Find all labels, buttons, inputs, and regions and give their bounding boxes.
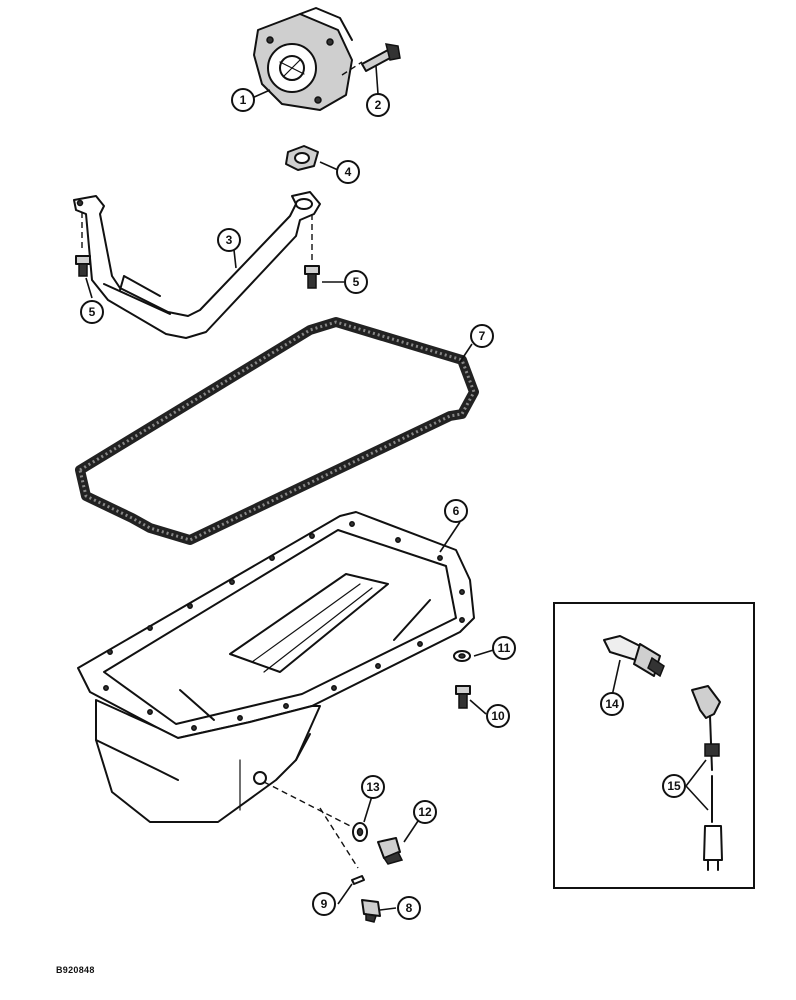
heater-element-part-14 bbox=[603, 635, 665, 678]
svg-text:10: 10 bbox=[491, 709, 505, 723]
oil-pump-part-1 bbox=[253, 7, 353, 111]
callout-10: 10 bbox=[486, 704, 510, 728]
svg-text:3: 3 bbox=[226, 233, 233, 247]
inset-box bbox=[553, 602, 755, 889]
svg-text:13: 13 bbox=[366, 780, 380, 794]
pin-part-9 bbox=[351, 875, 365, 885]
callout-5-left: 5 bbox=[80, 300, 104, 324]
callout-12: 12 bbox=[413, 800, 437, 824]
oil-pan-part-6 bbox=[77, 511, 475, 823]
callout-6: 6 bbox=[444, 499, 468, 523]
callout-1: 1 bbox=[231, 88, 255, 112]
oil-suction-tube-part-3 bbox=[73, 191, 321, 339]
svg-text:9: 9 bbox=[321, 897, 328, 911]
figure-id: B920848 bbox=[56, 965, 95, 975]
svg-text:12: 12 bbox=[418, 805, 432, 819]
stud-part-10 bbox=[455, 685, 471, 709]
callout-13: 13 bbox=[361, 775, 385, 799]
svg-text:15: 15 bbox=[667, 779, 681, 793]
svg-text:4: 4 bbox=[345, 165, 352, 179]
svg-text:2: 2 bbox=[375, 98, 382, 112]
flange-gasket-part-4 bbox=[285, 145, 319, 171]
svg-text:14: 14 bbox=[605, 697, 619, 711]
drain-axis-line bbox=[263, 781, 363, 833]
bolt-part-5-right bbox=[304, 214, 320, 289]
oil-pan-gasket-part-7 bbox=[75, 317, 479, 545]
drain-plug-part-12 bbox=[377, 837, 404, 865]
svg-text:5: 5 bbox=[353, 275, 360, 289]
washer-part-11 bbox=[453, 650, 471, 662]
fitting-part-8 bbox=[361, 899, 381, 923]
svg-text:8: 8 bbox=[406, 901, 413, 915]
callout-15: 15 bbox=[662, 774, 686, 798]
callout-9: 9 bbox=[312, 892, 336, 916]
callout-14: 14 bbox=[600, 692, 624, 716]
drain-washer-part-13 bbox=[352, 822, 368, 842]
callout-3: 3 bbox=[217, 228, 241, 252]
callout-7: 7 bbox=[470, 324, 494, 348]
heater-cord-part-15 bbox=[691, 685, 723, 871]
callout-2: 2 bbox=[366, 93, 390, 117]
callout-8: 8 bbox=[397, 896, 421, 920]
svg-text:7: 7 bbox=[479, 329, 486, 343]
callout-11: 11 bbox=[492, 636, 516, 660]
callout-5-right: 5 bbox=[344, 270, 368, 294]
svg-text:1: 1 bbox=[240, 93, 247, 107]
plug-axis-line bbox=[319, 807, 359, 869]
callout-4: 4 bbox=[336, 160, 360, 184]
svg-text:11: 11 bbox=[498, 641, 511, 655]
svg-text:5: 5 bbox=[89, 305, 96, 319]
bolt-part-2 bbox=[341, 43, 401, 76]
svg-text:6: 6 bbox=[453, 504, 460, 518]
bolt-part-5-left bbox=[75, 212, 91, 277]
